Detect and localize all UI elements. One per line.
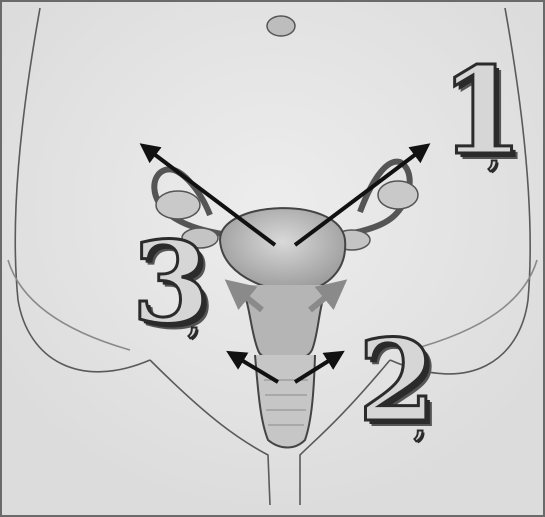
right-ovary xyxy=(378,181,418,209)
label-1-number: 1 xyxy=(440,52,524,172)
left-ovary xyxy=(156,191,200,219)
label-1-suffix: , xyxy=(488,138,500,172)
label-2-suffix: , xyxy=(414,408,426,442)
label-3-suffix: , xyxy=(188,305,200,339)
navel xyxy=(267,16,295,36)
